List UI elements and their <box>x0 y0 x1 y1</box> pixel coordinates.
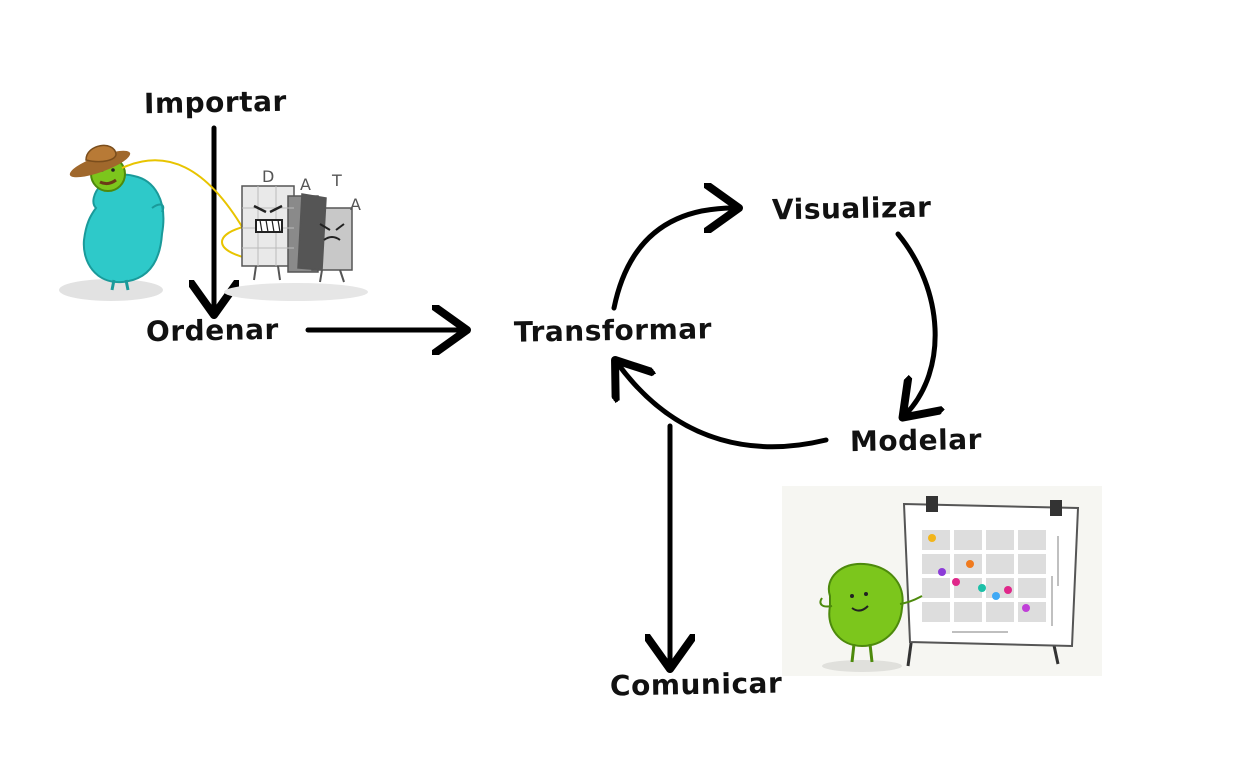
data-letter-d: D <box>262 167 274 186</box>
arrow-visualizar-modelar <box>895 231 935 414</box>
monster-lasso-data-icon: D A T A <box>59 144 368 301</box>
arrow-transformar-visualizar <box>611 208 734 311</box>
node-visualizar: Visualizar <box>771 190 932 227</box>
data-letter-a2: A <box>350 195 361 214</box>
node-comunicar: Comunicar <box>609 666 783 703</box>
data-letter-a1: A <box>300 175 311 194</box>
node-importar: Importar <box>143 84 288 121</box>
node-ordenar: Ordenar <box>145 312 280 349</box>
data-letter-t: T <box>331 171 342 190</box>
node-modelar: Modelar <box>849 422 983 459</box>
monster-presenting-chart-icon <box>782 486 1102 676</box>
node-transformar: Transformar <box>513 312 713 349</box>
arrow-modelar-transformar <box>618 364 829 450</box>
